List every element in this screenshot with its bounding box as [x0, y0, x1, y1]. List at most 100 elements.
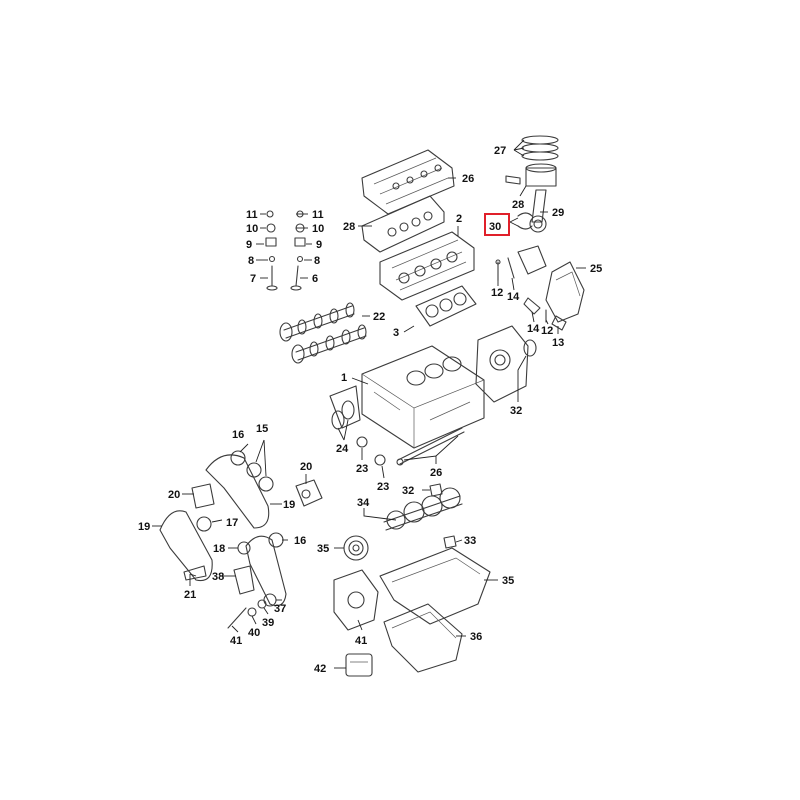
camshafts-22 — [279, 302, 367, 364]
callout-3[interactable]: 3 — [393, 327, 399, 339]
valve-parts-left — [265, 210, 278, 291]
callout-14-lower[interactable]: 14 — [527, 323, 540, 335]
callout-28[interactable]: 28 — [512, 199, 524, 211]
callout-9-right[interactable]: 9 — [316, 239, 322, 251]
sprocket-15-a — [246, 462, 262, 478]
callout-30-highlight — [484, 213, 510, 236]
callout-42[interactable]: 42 — [314, 663, 326, 675]
bolt-32-lower — [443, 535, 457, 549]
callout-30[interactable]: 30 — [489, 221, 501, 233]
callout-labels: 26 28 2 3 22 1 11 11 10 10 9 9 8 8 7 6 2… — [138, 145, 602, 675]
callout-16-lower[interactable]: 16 — [294, 535, 306, 547]
head-gasket-3 — [415, 285, 477, 327]
filter-housing-42 — [345, 653, 373, 677]
callout-5[interactable]: 28 — [343, 221, 355, 233]
tube-26 — [396, 427, 465, 466]
callout-34[interactable]: 35 — [317, 543, 329, 555]
bracket-part — [517, 245, 547, 275]
callout-22[interactable]: 22 — [373, 311, 385, 323]
crankshaft-33 — [383, 487, 463, 531]
callout-6[interactable]: 6 — [312, 273, 318, 285]
callout-31[interactable]: 32 — [510, 405, 522, 417]
callout-14-upper[interactable]: 14 — [507, 291, 520, 303]
callout-19-right[interactable]: 19 — [283, 499, 295, 511]
callout-1[interactable]: 1 — [341, 372, 347, 384]
callout-12-upper[interactable]: 12 — [491, 287, 503, 299]
callout-37[interactable]: 38 — [212, 571, 224, 583]
callout-4[interactable]: 26 — [462, 173, 474, 185]
callout-12-lower[interactable]: 12 — [541, 325, 553, 337]
callout-38[interactable]: 39 — [262, 617, 274, 629]
callout-20-right[interactable]: 20 — [300, 461, 312, 473]
seal-23-lower — [374, 454, 386, 466]
callout-41[interactable]: 41 — [355, 635, 367, 647]
callout-33[interactable]: 34 — [357, 497, 370, 509]
piston-rings-27 — [521, 135, 559, 161]
callout-10-left[interactable]: 10 — [246, 223, 258, 235]
sprocket-16-upper — [230, 450, 246, 466]
callout-39[interactable]: 40 — [248, 627, 260, 639]
tensioner-20-right — [295, 479, 323, 507]
sensor-14-lower — [523, 297, 541, 315]
callout-23-upper[interactable]: 23 — [356, 463, 368, 475]
bolt-12-upper — [495, 259, 501, 281]
valve-cover-gasket-5 — [361, 195, 445, 253]
callout-19-left[interactable]: 19 — [138, 521, 150, 533]
rod-bearing-30 — [517, 212, 533, 230]
callout-21[interactable]: 21 — [184, 589, 196, 601]
timing-chain-19-left — [159, 510, 213, 582]
timing-chain-19-upper — [205, 454, 270, 529]
valve-cover-4 — [361, 149, 455, 215]
callout-32-upper[interactable]: 32 — [402, 485, 414, 497]
piston-28 — [505, 163, 557, 187]
callout-13[interactable]: 13 — [552, 337, 564, 349]
seal-39 — [247, 607, 257, 617]
callout-11-right[interactable]: 11 — [312, 209, 324, 221]
callout-8-right[interactable]: 8 — [314, 255, 320, 267]
callout-25[interactable]: 25 — [590, 263, 602, 275]
callout-26[interactable]: 26 — [430, 467, 442, 479]
bolt-32-upper — [429, 483, 443, 497]
cylinder-head-2 — [379, 231, 475, 301]
callout-2[interactable]: 2 — [456, 213, 462, 225]
callout-18[interactable]: 18 — [213, 543, 225, 555]
callout-16-upper[interactable]: 16 — [232, 429, 244, 441]
callout-8-left[interactable]: 8 — [248, 255, 254, 267]
callout-15[interactable]: 15 — [256, 423, 268, 435]
seal-24 — [329, 385, 361, 430]
callout-40[interactable]: 41 — [230, 635, 242, 647]
sprocket-18 — [237, 541, 251, 555]
guide-21 — [183, 565, 207, 581]
callout-9-left[interactable]: 9 — [246, 239, 252, 251]
callout-20-left[interactable]: 20 — [168, 489, 180, 501]
connecting-rod-29 — [529, 189, 547, 233]
callout-23-lower[interactable]: 23 — [377, 481, 389, 493]
callout-36[interactable]: 37 — [274, 603, 286, 615]
sprocket-15-b — [258, 476, 274, 492]
callout-7[interactable]: 7 — [250, 273, 256, 285]
oil-pan-lower-35 — [383, 603, 463, 673]
callout-27[interactable]: 27 — [494, 145, 506, 157]
callout-24[interactable]: 24 — [336, 443, 349, 455]
callout-35-lower[interactable]: 36 — [470, 631, 482, 643]
oil-pump-41 — [333, 569, 379, 631]
tensioner-20-left — [191, 483, 215, 509]
sprocket-38 — [257, 599, 267, 609]
cap-13 — [551, 315, 567, 331]
callout-17[interactable]: 17 — [226, 517, 238, 529]
seal-23-upper — [356, 436, 368, 448]
leader-lines — [152, 139, 586, 669]
guide-37 — [233, 565, 255, 595]
callout-29[interactable]: 29 — [552, 207, 564, 219]
callout-32-lower[interactable]: 33 — [464, 535, 476, 547]
timing-cover-25 — [545, 261, 585, 323]
callout-35-upper[interactable]: 35 — [502, 575, 514, 587]
sensor-40 — [227, 607, 247, 629]
callout-10-right[interactable]: 10 — [312, 223, 324, 235]
callout-11-left[interactable]: 11 — [246, 209, 258, 221]
pulley-34 — [343, 535, 369, 561]
part-drawings — [159, 135, 585, 677]
oil-pan-upper-35 — [379, 547, 491, 625]
engine-block-1 — [361, 345, 485, 449]
